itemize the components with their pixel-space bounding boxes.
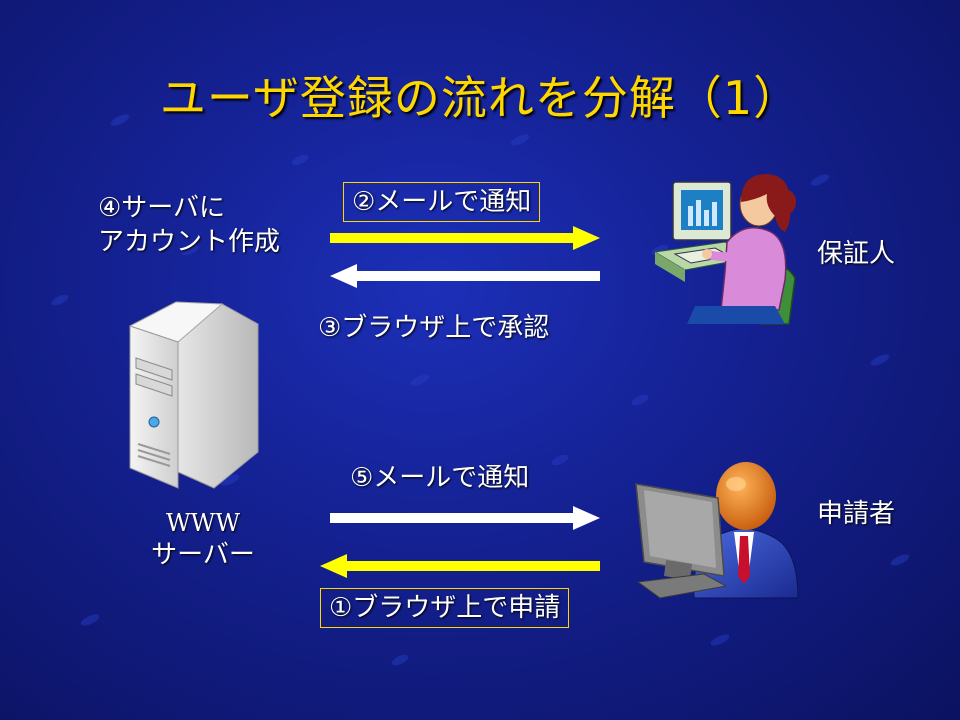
step1-label: ①ブラウザ上で申請 — [320, 588, 570, 628]
guarantor-label: 保証人 — [817, 239, 896, 269]
server-label-line1: WWW — [165, 509, 240, 537]
account-creation-text: ④サーバに アカウント作成 — [98, 192, 280, 260]
arrow-step3 — [330, 264, 600, 288]
step2-label: ②メールで通知 — [343, 182, 541, 222]
account-creation-line2: アカウント作成 — [98, 226, 281, 257]
account-creation-line1: ④サーバに — [98, 193, 226, 223]
arrow-step5 — [330, 506, 600, 530]
step3-label: ③ブラウザ上で承認 — [318, 313, 550, 343]
server-label: WWW サーバー — [138, 508, 268, 573]
arrow-step2 — [330, 226, 600, 250]
server-label-line2: サーバー — [151, 540, 255, 571]
applicant-icon — [635, 462, 799, 599]
guarantor-icon — [653, 174, 796, 325]
step5-label: ⑤メールで通知 — [350, 463, 530, 493]
applicant-label: 申請者 — [817, 499, 896, 529]
arrow-step1 — [320, 554, 600, 578]
slide-title: ユーザ登録の流れを分解（1） — [159, 71, 801, 125]
server-icon — [128, 301, 259, 489]
